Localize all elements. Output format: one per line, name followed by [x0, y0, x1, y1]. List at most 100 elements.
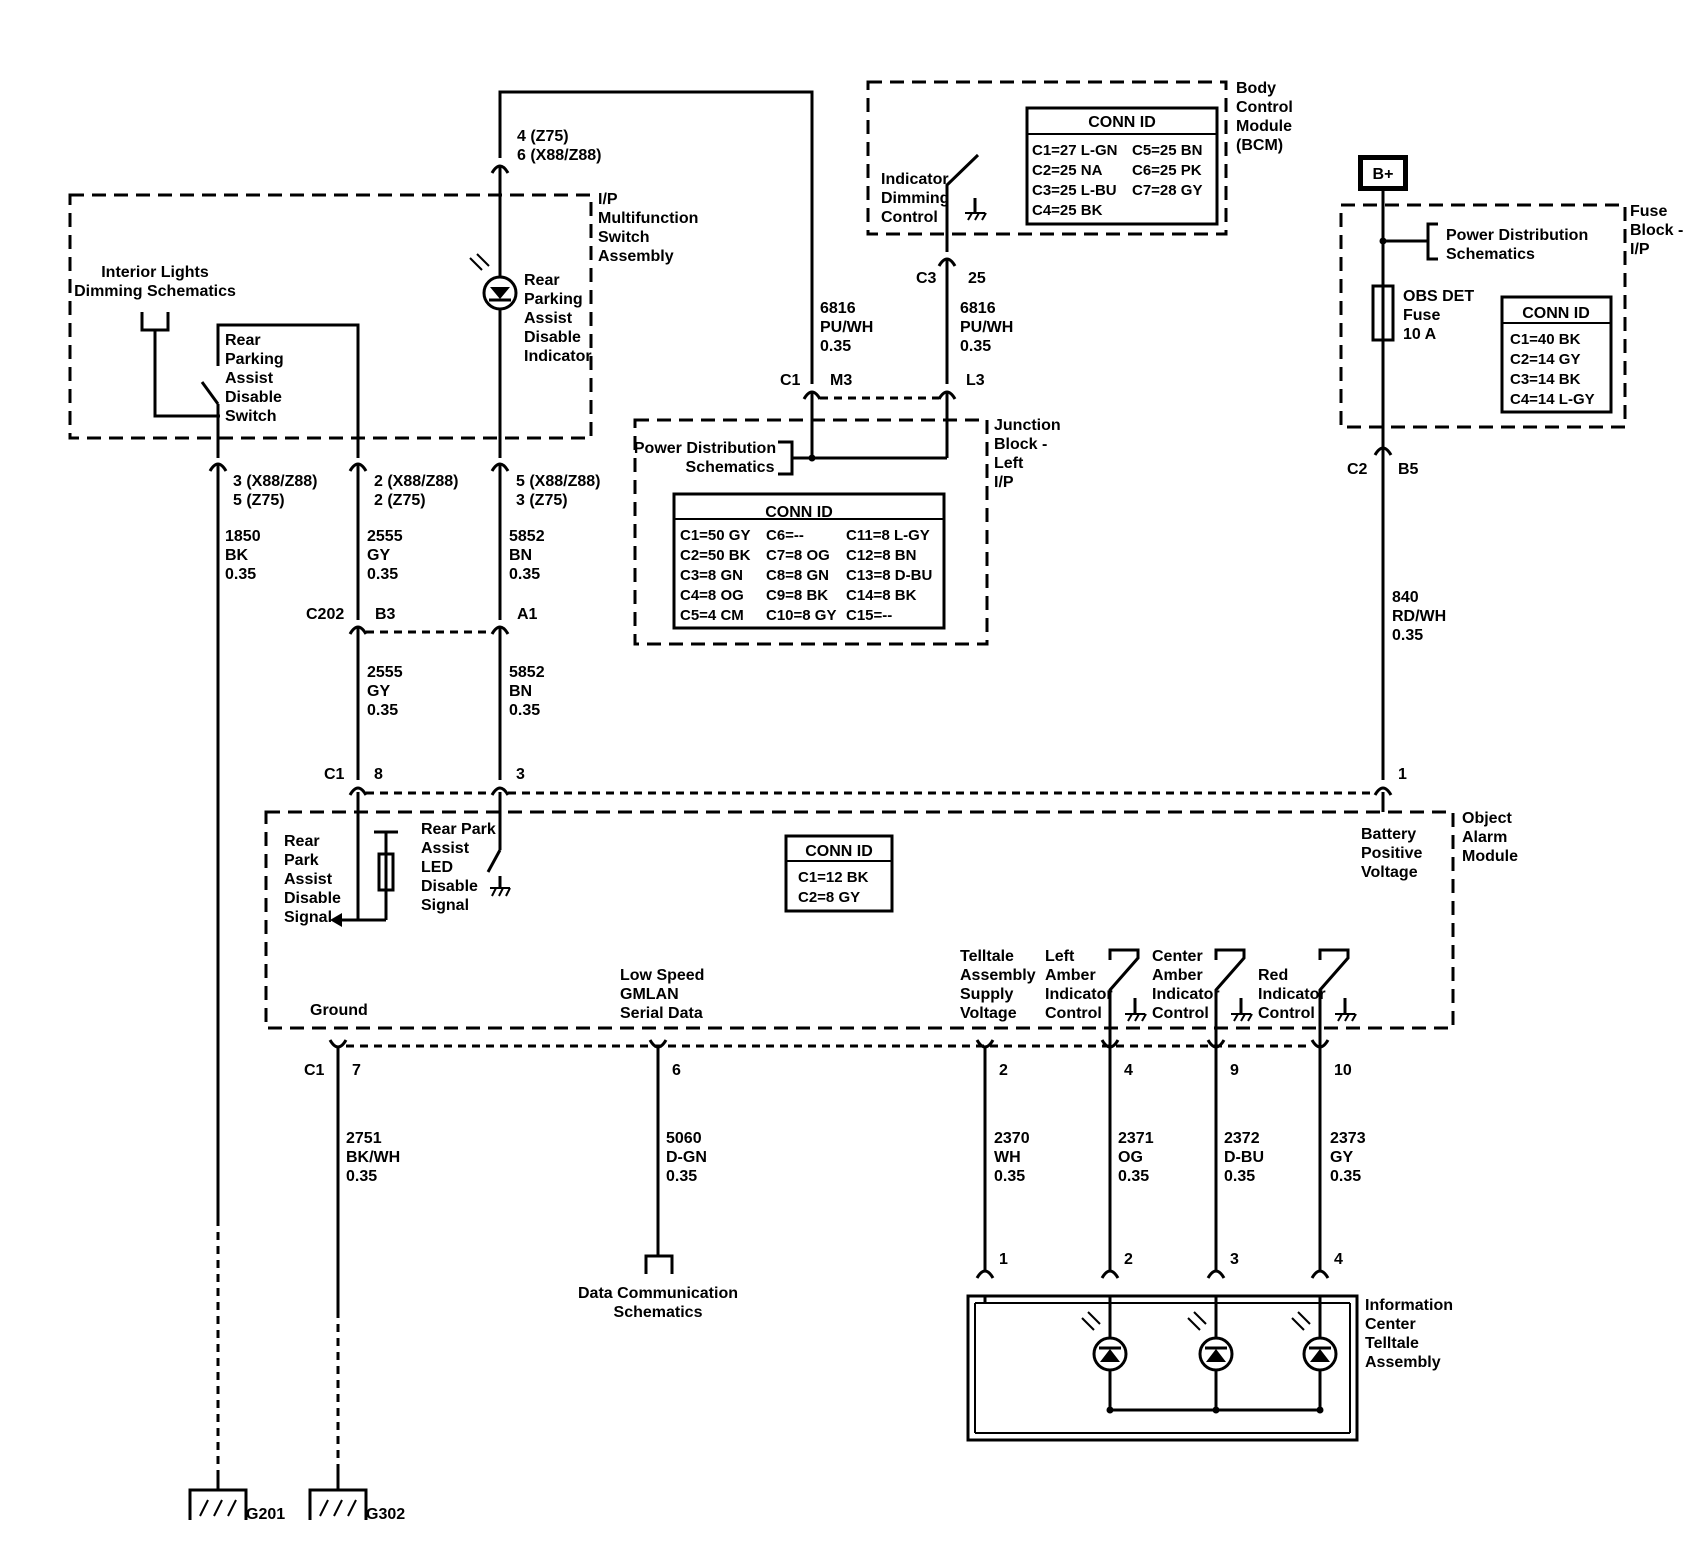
wire-label: 0.35	[367, 566, 398, 583]
oam-conn-title: CONN ID	[805, 843, 873, 860]
wire-label: WH	[994, 1149, 1021, 1166]
connector-mfs-pin5	[490, 462, 510, 472]
wire-label: BK	[225, 547, 249, 564]
signal-label-5: Signal	[284, 909, 332, 926]
bcm-conn-cell: C3=25 L-BU	[1032, 182, 1117, 199]
bcm-name-1: Body	[1236, 80, 1276, 97]
pin-label: 2 (X88/Z88)	[374, 473, 458, 490]
wire-label: PU/WH	[820, 319, 873, 336]
jb-name-2: Block -	[994, 436, 1047, 453]
wire-label: GY	[367, 547, 390, 564]
wire-label: RD/WH	[1392, 608, 1446, 625]
switch-label-1: Rear	[225, 332, 261, 349]
led-signal-label-5: Signal	[421, 897, 469, 914]
wire-label: D-GN	[666, 1149, 707, 1166]
pin-label: 4 (Z75)	[517, 128, 569, 145]
wire-label: 0.35	[509, 566, 540, 583]
fuse-block-name-3: I/P	[1630, 241, 1650, 258]
pin-label-25: 25	[968, 270, 986, 287]
battery-label-1: Battery	[1361, 826, 1416, 843]
mfs-name-4: Assembly	[598, 248, 674, 265]
jb-name-4: I/P	[994, 474, 1014, 491]
oam-conn-id-table: CONN ID C1=12 BK C2=8 GY	[784, 834, 894, 913]
pin-label: 5 (X88/Z88)	[516, 473, 600, 490]
fuse-pds-1: Power Distribution	[1446, 227, 1588, 244]
wire-label: 0.35	[1392, 627, 1423, 644]
center-amber-control-switch	[1214, 948, 1253, 1040]
wire-label: 5852	[509, 664, 545, 681]
fuse-pds-2: Schematics	[1446, 246, 1535, 263]
pin-label-4: 4	[1124, 1062, 1133, 1079]
jb-conn-cell: C5=4 CM	[680, 607, 744, 624]
led-signal-label-2: Assist	[421, 840, 470, 857]
pin-label-a1: A1	[517, 606, 538, 623]
interior-ref-1: Interior Lights	[101, 264, 209, 281]
led-icon	[490, 287, 510, 299]
indicator-dimming-control: Indicator Dimming Control	[881, 153, 987, 232]
wire-label: 0.35	[1118, 1168, 1149, 1185]
connector-label-c3: C3	[916, 270, 937, 287]
connector-mfs-pin3	[208, 462, 228, 472]
pin-label: 2 (Z75)	[374, 492, 426, 509]
bcm-conn-title: CONN ID	[1088, 114, 1156, 131]
jb-conn-cell: C9=8 BK	[766, 587, 828, 604]
pin-label-7: 7	[352, 1062, 361, 1079]
wire-label: 0.35	[1224, 1168, 1255, 1185]
red-control-switch	[1318, 948, 1357, 1040]
ground-label: Ground	[310, 1002, 368, 1019]
led-signal-label-3: LED	[421, 859, 453, 876]
ground-label-g201: G201	[246, 1506, 285, 1523]
wire-label: BK/WH	[346, 1149, 400, 1166]
mfs-name-1: I/P	[598, 191, 618, 208]
pin-label-3: 3	[516, 766, 525, 783]
telltale-name-4: Assembly	[1365, 1354, 1441, 1371]
indicator-label-1: Rear	[524, 272, 560, 289]
body-control-module: Body Control Module (BCM) CONN ID C1=27 …	[866, 80, 1293, 236]
dimming-label-1: Indicator	[881, 171, 949, 188]
mfs-name-2: Multifunction	[598, 210, 698, 227]
pin-label-6: 6	[672, 1062, 681, 1079]
wire-label: 2372	[1224, 1130, 1260, 1147]
signal-label-1: Rear	[284, 833, 320, 850]
jb-conn-cell: C7=8 OG	[766, 547, 830, 564]
jb-conn-cell: C8=8 GN	[766, 567, 829, 584]
oam-name-1: Object	[1462, 810, 1512, 827]
fuse-block-name-1: Fuse	[1630, 203, 1667, 220]
center-amber-label-3: Indicator	[1152, 986, 1220, 1003]
connector-label-c2: C2	[1347, 461, 1368, 478]
fuse-conn-title: CONN ID	[1522, 305, 1590, 322]
signal-label-2: Park	[284, 852, 319, 869]
pin-label-1: 1	[1398, 766, 1407, 783]
jb-conn-cell: C3=8 GN	[680, 567, 743, 584]
left-amber-label-4: Control	[1045, 1005, 1102, 1022]
telltale-name-3: Telltale	[1365, 1335, 1419, 1352]
gmlan-label-1: Low Speed	[620, 967, 704, 984]
connector-c2-b5	[1373, 446, 1393, 456]
signal-label-4: Disable	[284, 890, 341, 907]
indicator-label-2: Parking	[524, 291, 583, 308]
left-amber-led-icon	[1081, 1311, 1128, 1372]
oam-name-3: Module	[1462, 848, 1518, 865]
oam-name-2: Alarm	[1462, 829, 1507, 846]
supply-label-4: Voltage	[960, 1005, 1017, 1022]
pin-label-2: 2	[999, 1062, 1008, 1079]
wire-label: D-BU	[1224, 1149, 1264, 1166]
fuse-label-1: OBS DET	[1403, 288, 1474, 305]
junction-block-left-ip: C1 M3 L3 Junction Block - Left I/P Power…	[633, 372, 1061, 646]
fuse-label-2: Fuse	[1403, 307, 1440, 324]
telltale-name-2: Center	[1365, 1316, 1416, 1333]
information-center-telltale-assembly: 1 2 3 4	[966, 1251, 1453, 1442]
ground-icon	[319, 1499, 329, 1517]
left-amber-label-3: Indicator	[1045, 986, 1113, 1003]
ground-icon	[491, 887, 497, 897]
led-signal-label-1: Rear Park	[421, 821, 496, 838]
wire-label: 2751	[346, 1130, 382, 1147]
ground-label-g302: G302	[366, 1506, 405, 1523]
battery-label-3: Voltage	[1361, 864, 1418, 881]
data-comm-label-2: Schematics	[614, 1304, 703, 1321]
pin-label-8: 8	[374, 766, 383, 783]
bcm-conn-cell: C7=28 GY	[1132, 182, 1202, 199]
ground-icon	[199, 1499, 209, 1517]
center-amber-label-2: Amber	[1152, 967, 1203, 984]
jb-conn-cell: C13=8 D-BU	[846, 567, 932, 584]
